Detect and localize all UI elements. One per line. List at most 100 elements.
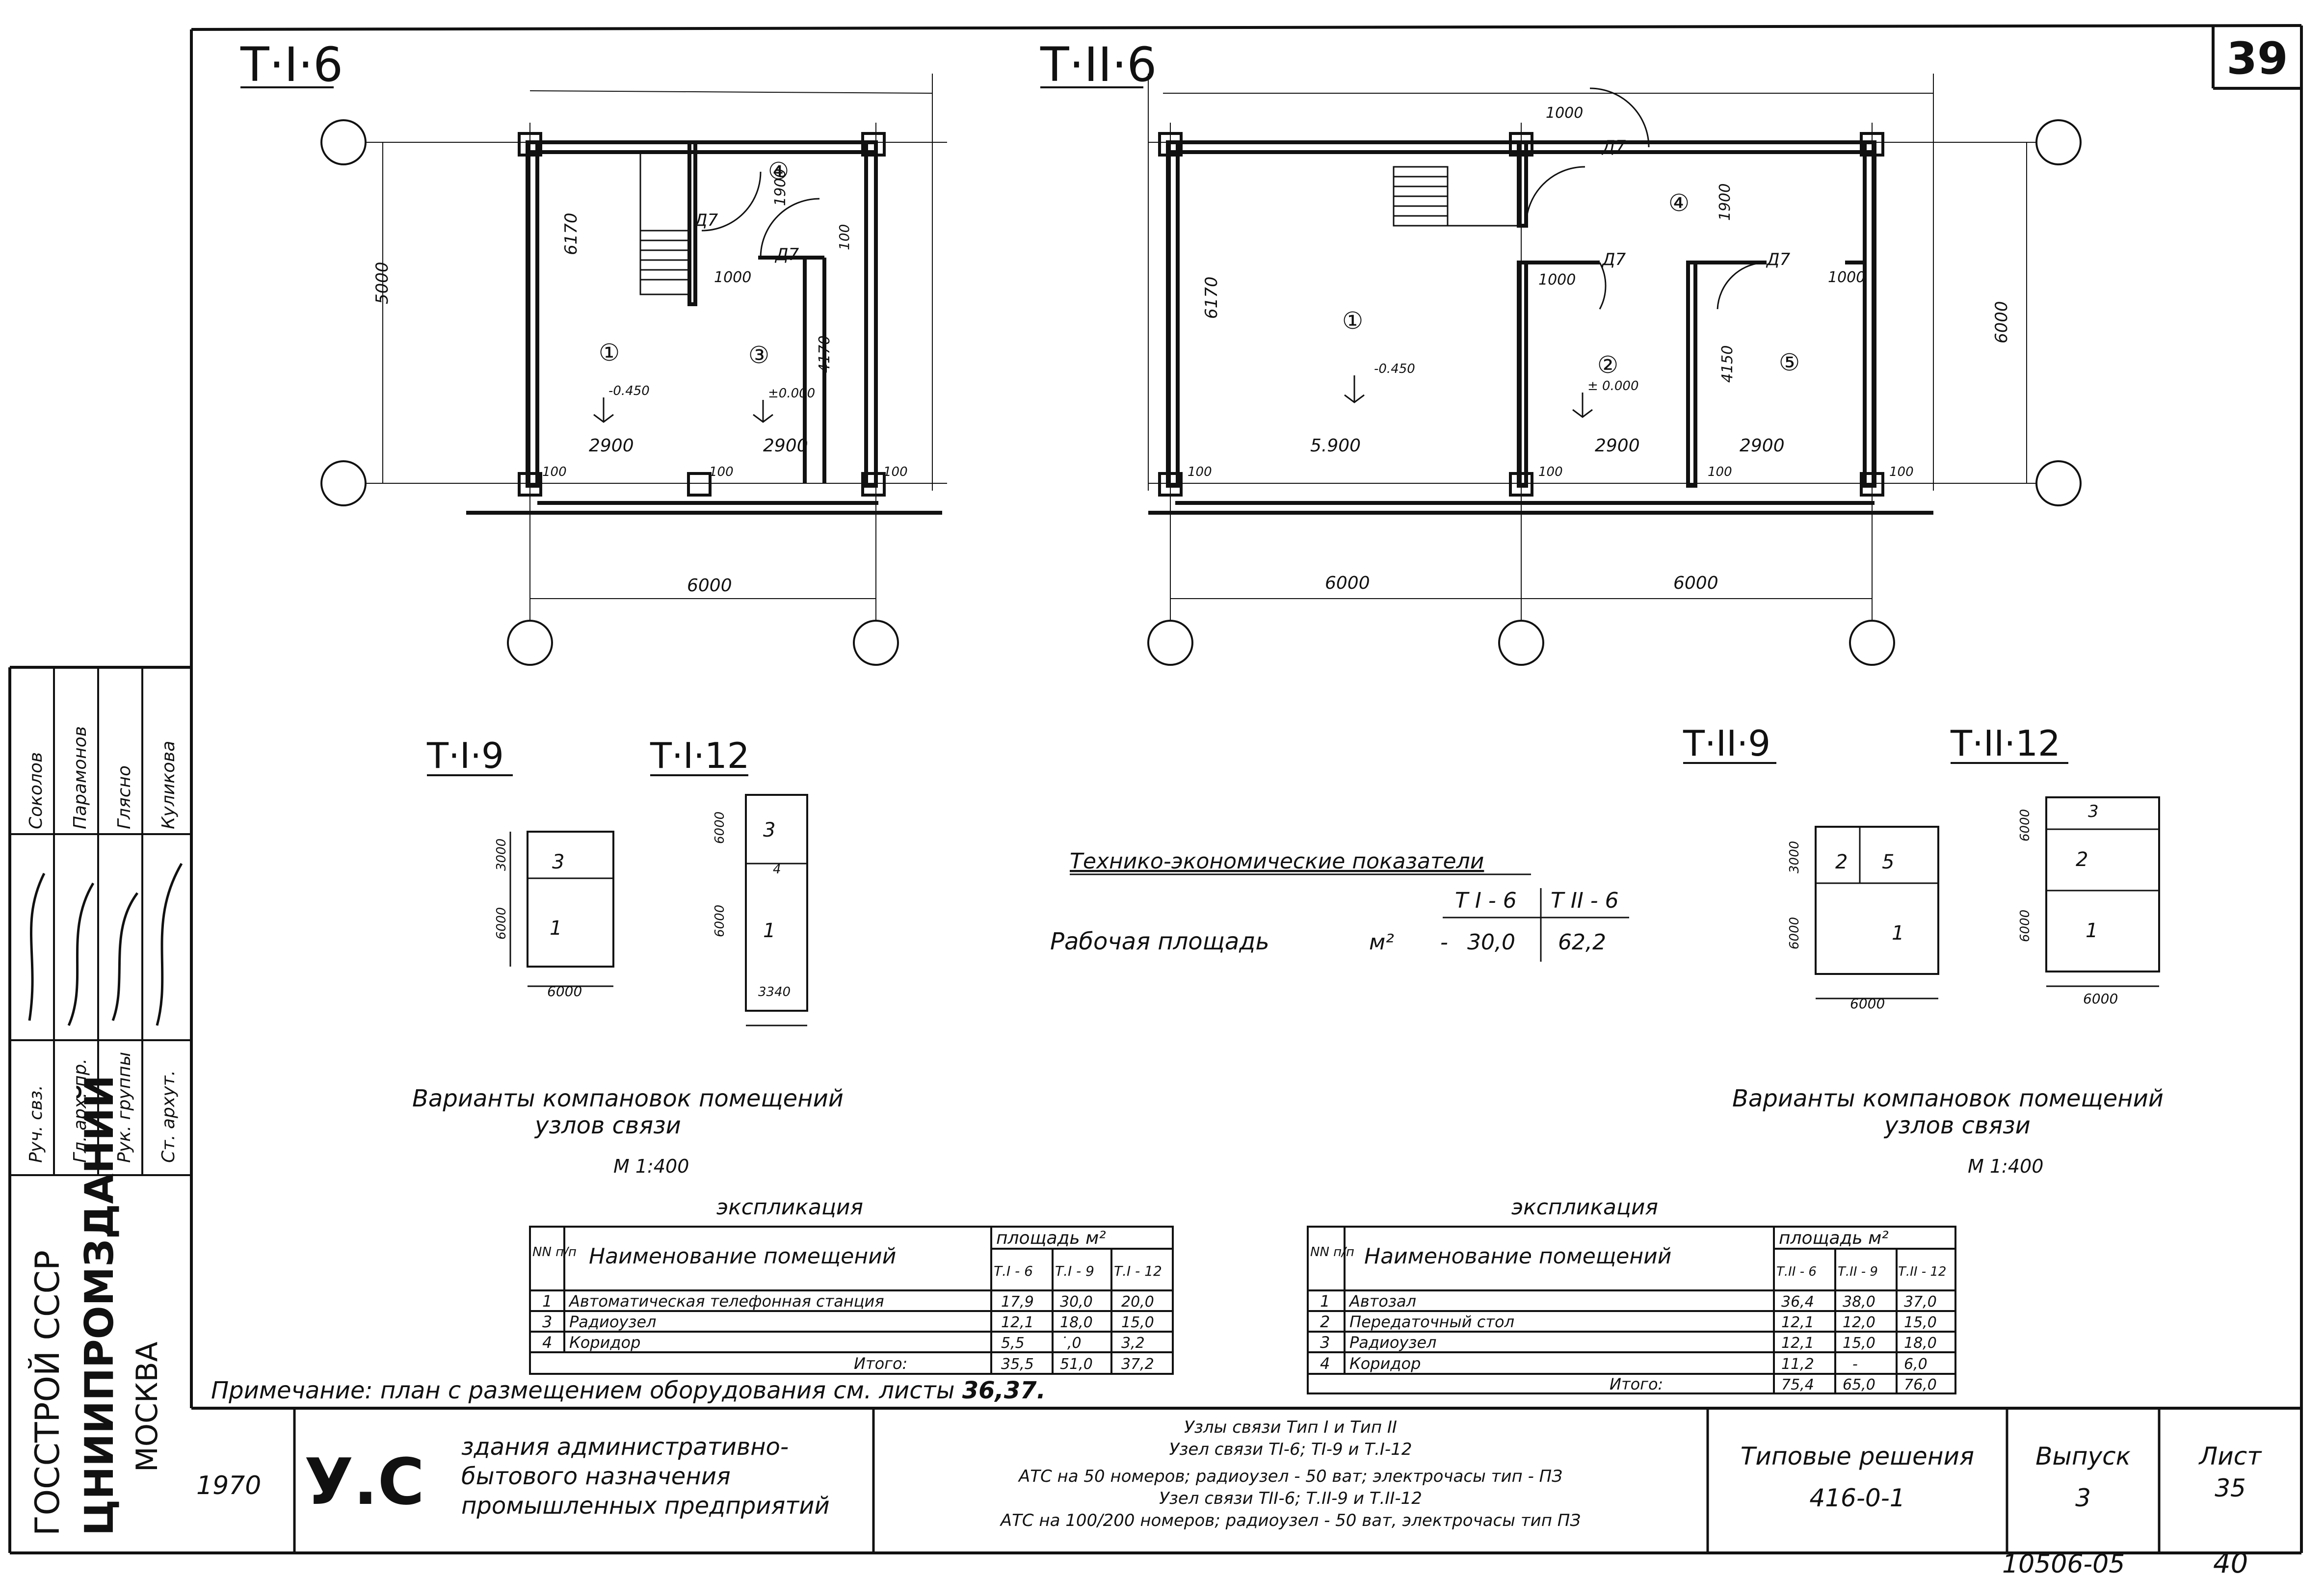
svg-text:Передаточный стол: Передаточный стол <box>1349 1313 1514 1331</box>
svg-text:Т.I - 12: Т.I - 12 <box>1114 1263 1162 1279</box>
approval-stamp: Руч. свз. Гл. арх. пр. Рук. группы Ст. а… <box>10 667 191 1536</box>
svg-text:12,1: 12,1 <box>1781 1335 1814 1352</box>
svg-text:6000: 6000 <box>494 907 509 940</box>
svg-text:100: 100 <box>1538 465 1563 479</box>
svg-text:15,0: 15,0 <box>1121 1314 1154 1331</box>
svg-text:36,4: 36,4 <box>1781 1293 1814 1311</box>
svg-text:18,0: 18,0 <box>1904 1335 1937 1352</box>
svg-text:узлов связи: узлов связи <box>1883 1112 2031 1139</box>
svg-text:3340: 3340 <box>758 985 791 999</box>
svg-text:Рабочая площадь: Рабочая площадь <box>1050 928 1269 955</box>
svg-text:3: 3 <box>542 1313 552 1331</box>
svg-text:Варианты компановок помещений: Варианты компановок помещений <box>412 1085 844 1112</box>
svg-text:15,0: 15,0 <box>1843 1335 1875 1352</box>
svg-text:④: ④ <box>1668 189 1690 217</box>
svg-text:Варианты компановок помещений: Варианты компановок помещений <box>1732 1085 2164 1112</box>
svg-text:15,0: 15,0 <box>1904 1314 1937 1331</box>
svg-text:76,0: 76,0 <box>1904 1376 1937 1393</box>
svg-text:Узлы связи Тип I и Тип II: Узлы связи Тип I и Тип II <box>1184 1418 1397 1437</box>
svg-text:35: 35 <box>2215 1474 2246 1502</box>
svg-text:Т I - 6: Т I - 6 <box>1455 888 1517 913</box>
svg-text:12,1: 12,1 <box>1001 1314 1034 1331</box>
svg-text:②: ② <box>1597 351 1618 379</box>
svg-text:Т·II·9: Т·II·9 <box>1683 723 1770 764</box>
svg-text:площадь м²: площадь м² <box>996 1228 1106 1248</box>
svg-text:75,4: 75,4 <box>1781 1376 1814 1393</box>
svg-text:Т.II - 9: Т.II - 9 <box>1838 1264 1878 1279</box>
svg-text:5: 5 <box>1882 851 1894 873</box>
svg-text:20,0: 20,0 <box>1121 1293 1154 1311</box>
svg-text:ЦНИИПРОМЗДАНИЙ: ЦНИИПРОМЗДАНИЙ <box>76 1075 122 1536</box>
svg-text:экспликация: экспликация <box>1511 1195 1658 1220</box>
svg-text:Наименование помещений: Наименование помещений <box>589 1244 896 1269</box>
svg-text:-0.450: -0.450 <box>608 384 650 398</box>
svg-text:Коридор: Коридор <box>569 1333 640 1352</box>
svg-text:65,0: 65,0 <box>1843 1376 1875 1393</box>
column-nodes <box>518 132 886 497</box>
svg-text:1: 1 <box>1320 1292 1330 1311</box>
svg-text:1: 1 <box>2086 919 2098 942</box>
svg-text:6000: 6000 <box>713 812 727 844</box>
svg-text:Лист: Лист <box>2198 1442 2263 1471</box>
svg-text:100: 100 <box>1889 465 1914 479</box>
variant-t2-9: Т·II·9 2 5 1 3000 6000 6000 <box>1683 723 1939 1012</box>
svg-text:Коридор: Коридор <box>1349 1354 1421 1373</box>
svg-text:2: 2 <box>1320 1313 1330 1331</box>
svg-text:АТС на 50 номеров; радиоузел -: АТС на 50 номеров; радиоузел - 50 ват; э… <box>1018 1467 1562 1486</box>
svg-text:3000: 3000 <box>494 839 509 871</box>
svg-text:1000: 1000 <box>1546 105 1583 122</box>
svg-text:3: 3 <box>2075 1484 2091 1512</box>
explication-left: экспликация NN п/п Наименование помещени… <box>529 1195 1174 1375</box>
svg-text:11,2: 11,2 <box>1781 1356 1814 1373</box>
svg-text:Т·II·12: Т·II·12 <box>1950 723 2060 764</box>
svg-text:12,1: 12,1 <box>1781 1314 1814 1331</box>
svg-text:6000: 6000 <box>1992 301 2011 343</box>
svg-text:Автозал: Автозал <box>1348 1292 1416 1311</box>
svg-text:площадь м²: площадь м² <box>1779 1228 1889 1248</box>
svg-text:˙,0: ˙,0 <box>1060 1335 1082 1352</box>
svg-text:У.С: У.С <box>304 1445 424 1519</box>
svg-text:37,0: 37,0 <box>1904 1293 1937 1311</box>
svg-text:NN п/п: NN п/п <box>532 1245 577 1260</box>
plan-t2-6: Т·II·6 <box>1040 37 2082 666</box>
svg-text:416-0-1: 416-0-1 <box>1809 1484 1905 1512</box>
svg-text:1000: 1000 <box>1538 271 1576 289</box>
svg-text:АТС на 100/200 номеров; радиоу: АТС на 100/200 номеров; радиоузел - 50 в… <box>1000 1511 1581 1530</box>
svg-text:экспликация: экспликация <box>716 1195 863 1220</box>
svg-text:1: 1 <box>1892 922 1904 945</box>
svg-text:6000: 6000 <box>2018 809 2033 841</box>
explication-right: экспликация NN п/п Наименование помещени… <box>1307 1195 1956 1394</box>
svg-text:3: 3 <box>1320 1333 1330 1352</box>
svg-text:1970: 1970 <box>196 1471 261 1500</box>
svg-text:1: 1 <box>763 919 775 942</box>
svg-text:Т II - 6: Т II - 6 <box>1551 888 1619 913</box>
svg-text:6000: 6000 <box>1325 573 1370 593</box>
svg-text:2900: 2900 <box>1740 436 1785 456</box>
svg-text:Д7: Д7 <box>1601 250 1626 269</box>
variant-t1-12: Т·I·12 3 4 1 6000 6000 3340 <box>650 735 808 1026</box>
svg-text:51,0: 51,0 <box>1060 1356 1093 1373</box>
svg-text:6000: 6000 <box>1673 573 1718 593</box>
svg-text:30,0: 30,0 <box>1467 930 1515 955</box>
variant-t1-9: Т·I·9 3 1 3000 6000 6000 <box>426 735 614 999</box>
svg-text:Технико-экономические показате: Технико-экономические показатели <box>1070 849 1484 874</box>
svg-text:Т.I - 6: Т.I - 6 <box>994 1263 1033 1279</box>
table-row: 1 Автоматическая телефонная станция 17,9… <box>542 1292 1154 1311</box>
svg-text:Ст. архут.: Ст. архут. <box>158 1070 179 1163</box>
svg-text:1900: 1900 <box>772 169 789 206</box>
table-row: 4 Коридор 5,5 ˙,0 3,2 <box>542 1333 1145 1352</box>
svg-text:62,2: 62,2 <box>1558 930 1606 955</box>
svg-text:30,0: 30,0 <box>1060 1293 1093 1311</box>
column-nodes <box>1158 132 1884 497</box>
svg-text:Т.II - 12: Т.II - 12 <box>1898 1264 1946 1279</box>
svg-text:18,0: 18,0 <box>1060 1314 1093 1331</box>
svg-text:±0.000: ±0.000 <box>768 386 815 401</box>
svg-text:6,0: 6,0 <box>1904 1356 1928 1373</box>
svg-text:М 1:400: М 1:400 <box>613 1156 689 1177</box>
table-row: 3 Радиоузел 12,1 15,0 18,0 <box>1320 1333 1937 1352</box>
svg-text:12,0: 12,0 <box>1843 1314 1875 1331</box>
variant-t2-12: Т·II·12 3 2 1 6000 6000 6000 <box>1950 723 2160 1007</box>
svg-text:1: 1 <box>542 1292 552 1311</box>
archive-page: 40 <box>2213 1548 2248 1576</box>
